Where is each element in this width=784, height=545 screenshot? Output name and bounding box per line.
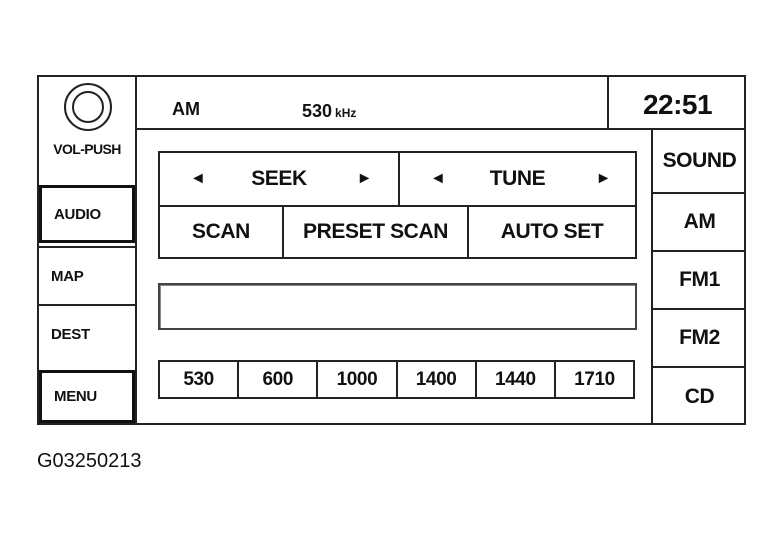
- auto-set-button[interactable]: AUTO SET: [469, 207, 635, 257]
- map-button[interactable]: MAP: [39, 246, 135, 304]
- fm1-band-button[interactable]: FM1: [653, 250, 746, 308]
- fm1-band-button-label: FM1: [679, 268, 720, 291]
- sound-button-label: SOUND: [662, 149, 737, 172]
- frequency-unit: kHz: [335, 106, 357, 120]
- preset-button-5[interactable]: 1440: [474, 362, 554, 397]
- volume-knob-label: VOL-PUSH: [53, 141, 121, 157]
- band-indicator: AM: [172, 99, 200, 119]
- radio-panel: [37, 75, 746, 425]
- preset-label: 1000: [336, 368, 378, 390]
- preset-label: 600: [262, 368, 294, 390]
- preset-label: 1400: [415, 368, 457, 390]
- preset-button-3[interactable]: 1000: [316, 362, 395, 397]
- seek-label: SEEK: [251, 167, 307, 190]
- volume-knob-area: VOL-PUSH: [39, 77, 135, 161]
- right-menu: SOUND AM FM1 FM2 CD: [651, 130, 746, 425]
- left-menu: VOL-PUSH AUDIO MAP DEST MENU: [37, 75, 137, 425]
- dest-button[interactable]: DEST: [39, 304, 135, 362]
- menu-button[interactable]: MENU: [39, 370, 135, 423]
- preset-button-4[interactable]: 1400: [395, 362, 475, 397]
- seek-down-button[interactable]: ◄: [190, 170, 206, 187]
- clock-box: 22:51: [607, 77, 744, 130]
- cd-button[interactable]: CD: [653, 366, 746, 425]
- am-band-button-label: AM: [683, 210, 716, 233]
- preset-bar: 530 600 1000 1400 1440 1710: [158, 360, 635, 399]
- preset-button-2[interactable]: 600: [237, 362, 316, 397]
- scan-button[interactable]: SCAN: [160, 207, 284, 257]
- fm2-band-button[interactable]: FM2: [653, 308, 746, 366]
- fm2-band-button-label: FM2: [679, 326, 720, 349]
- audio-button-label: AUDIO: [54, 205, 101, 223]
- audio-button[interactable]: AUDIO: [39, 185, 135, 243]
- tune-label: TUNE: [489, 167, 546, 190]
- preset-scan-label: PRESET SCAN: [303, 220, 448, 243]
- dest-button-label: DEST: [51, 325, 90, 343]
- map-button-label: MAP: [51, 267, 84, 285]
- tune-control: ◄ TUNE ►: [400, 153, 635, 207]
- preset-scan-button[interactable]: PRESET SCAN: [284, 207, 469, 257]
- frequency-value: 530: [302, 101, 333, 121]
- am-band-button[interactable]: AM: [653, 192, 746, 250]
- preset-label: 1710: [574, 368, 615, 390]
- seek-up-button[interactable]: ►: [356, 170, 373, 187]
- volume-knob[interactable]: [64, 83, 112, 131]
- seek-control: ◄ SEEK ►: [160, 153, 400, 207]
- scan-label: SCAN: [192, 220, 250, 243]
- preset-button-6[interactable]: 1710: [553, 362, 633, 397]
- figure-id-caption: G03250213: [37, 450, 142, 472]
- auto-set-label: AUTO SET: [500, 220, 604, 243]
- preset-label: 1440: [494, 368, 536, 390]
- knob-inner-ring: [72, 91, 104, 123]
- preset-button-1[interactable]: 530: [160, 362, 237, 397]
- preset-label: 530: [183, 368, 214, 390]
- menu-button-label: MENU: [54, 388, 97, 405]
- tune-up-button[interactable]: ►: [595, 170, 612, 187]
- tuning-controls: ◄ SEEK ► ◄ TUNE ► SCAN PRESET SCAN AUTO …: [158, 151, 637, 259]
- info-display: [158, 283, 637, 330]
- cd-button-label: CD: [684, 384, 715, 408]
- sound-button[interactable]: SOUND: [653, 130, 746, 192]
- tune-down-button[interactable]: ◄: [430, 170, 446, 187]
- clock: 22:51: [642, 89, 713, 120]
